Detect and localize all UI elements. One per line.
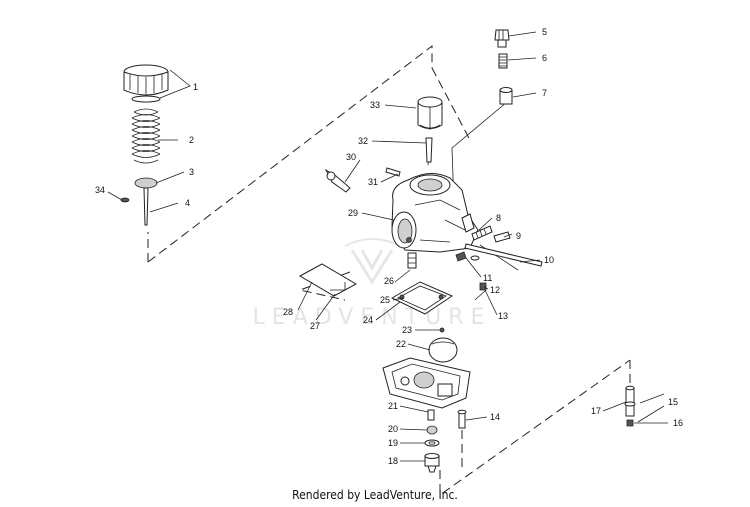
footer-credit: Rendered by LeadVenture, Inc. (292, 488, 458, 502)
watermark-logo (344, 238, 401, 285)
callout-10: 10 (544, 255, 554, 265)
part-float-needle (439, 327, 445, 333)
part-drain-plug (424, 453, 440, 473)
callout-32: 32 (358, 136, 368, 146)
part-throttle-slide (417, 96, 443, 130)
callout-30: 30 (346, 152, 356, 162)
callout-19: 19 (388, 438, 398, 448)
part-clip (120, 197, 130, 203)
callout-7: 7 (542, 88, 547, 98)
callout-9: 9 (516, 231, 521, 241)
callout-24: 24 (363, 315, 373, 325)
part-carburetor-body (391, 173, 479, 253)
part-throttle-shaft (464, 243, 543, 267)
part-choke-plunger (324, 168, 351, 193)
callout-18: 18 (388, 456, 398, 466)
part-bowl-screw (457, 409, 467, 429)
part-needle-jet (425, 137, 433, 163)
part-main-jet (407, 252, 417, 269)
part-spring (131, 108, 161, 164)
part-vent-cap (626, 419, 634, 427)
callout-22: 22 (396, 339, 406, 349)
callout-6: 6 (542, 53, 547, 63)
callout-33: 33 (370, 100, 380, 110)
part-jet-needle (143, 187, 149, 226)
callout-26: 26 (384, 276, 394, 286)
part-drain-washer (424, 439, 440, 447)
callout-13: 13 (498, 311, 508, 321)
callout-16: 16 (673, 418, 683, 428)
callout-3: 3 (189, 167, 194, 177)
callout-28: 28 (283, 307, 293, 317)
leader-lines (107, 31, 668, 462)
part-locknut (498, 53, 508, 69)
callout-15: 15 (668, 397, 678, 407)
callout-4: 4 (185, 198, 190, 208)
part-pilot-screw (385, 167, 401, 177)
callout-25: 25 (380, 295, 390, 305)
callout-34: 34 (95, 185, 105, 195)
part-float-bowl (382, 357, 471, 409)
callout-14: 14 (490, 412, 500, 422)
callout-12: 12 (490, 285, 500, 295)
callout-labels: 1 2 3 4 34 5 6 7 8 9 10 11 12 13 14 15 1… (95, 27, 683, 466)
callout-27: 27 (310, 321, 320, 331)
part-vent-fitting (624, 385, 636, 417)
part-cable-cap (499, 87, 513, 105)
callout-8: 8 (496, 213, 501, 223)
callout-20: 20 (388, 424, 398, 434)
callout-31: 31 (368, 177, 378, 187)
part-cap (123, 64, 169, 103)
part-float-pin-plate (298, 263, 358, 297)
callout-11: 11 (483, 273, 492, 283)
part-cable-adjuster (494, 29, 510, 48)
callout-29: 29 (348, 208, 358, 218)
callout-5: 5 (542, 27, 547, 37)
part-retainer (134, 177, 158, 189)
callout-21: 21 (388, 401, 398, 411)
part-small-screw (479, 282, 487, 291)
callout-1: 1 (193, 82, 198, 92)
callout-2: 2 (189, 135, 194, 145)
part-drain-spring (427, 409, 435, 421)
watermark: LEADVENTURE (253, 238, 492, 330)
part-float (428, 337, 458, 363)
callout-23: 23 (402, 325, 412, 335)
watermark-text: LEADVENTURE (253, 305, 492, 330)
part-idle-spring (493, 231, 511, 243)
part-drain-oring (426, 425, 438, 435)
part-idle-screw (471, 225, 493, 241)
callout-17: 17 (591, 406, 601, 416)
part-float-bowl-gasket (390, 281, 454, 315)
